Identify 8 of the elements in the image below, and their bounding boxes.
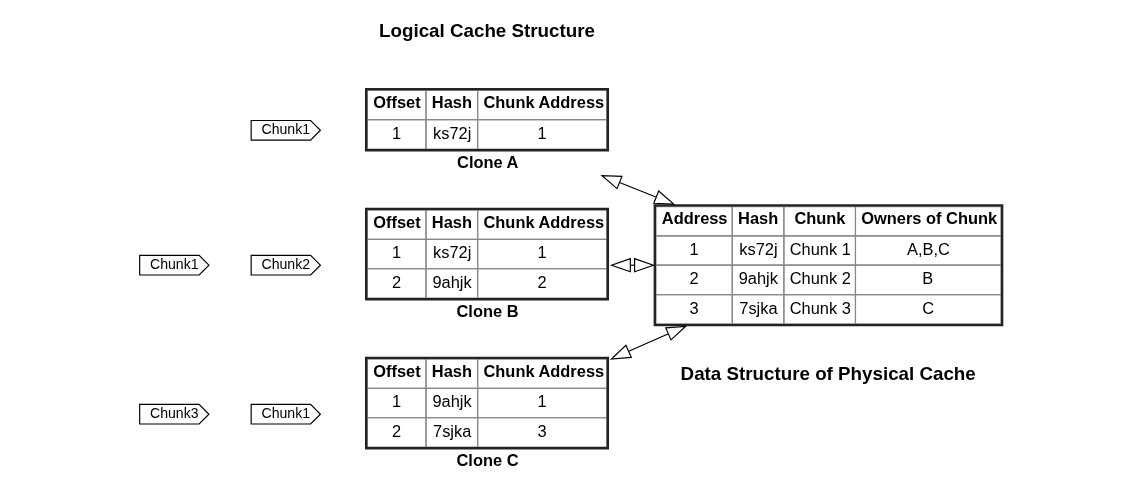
arrow <box>609 257 656 273</box>
node-label: Clone C <box>456 451 519 470</box>
arrow <box>609 325 688 360</box>
arrow <box>600 174 676 205</box>
label: Data Structure of Physical Cache <box>680 362 976 384</box>
node-label: Clone A <box>457 153 519 172</box>
node-label: Clone B <box>456 302 519 321</box>
label: Logical Cache Structure <box>379 20 595 42</box>
